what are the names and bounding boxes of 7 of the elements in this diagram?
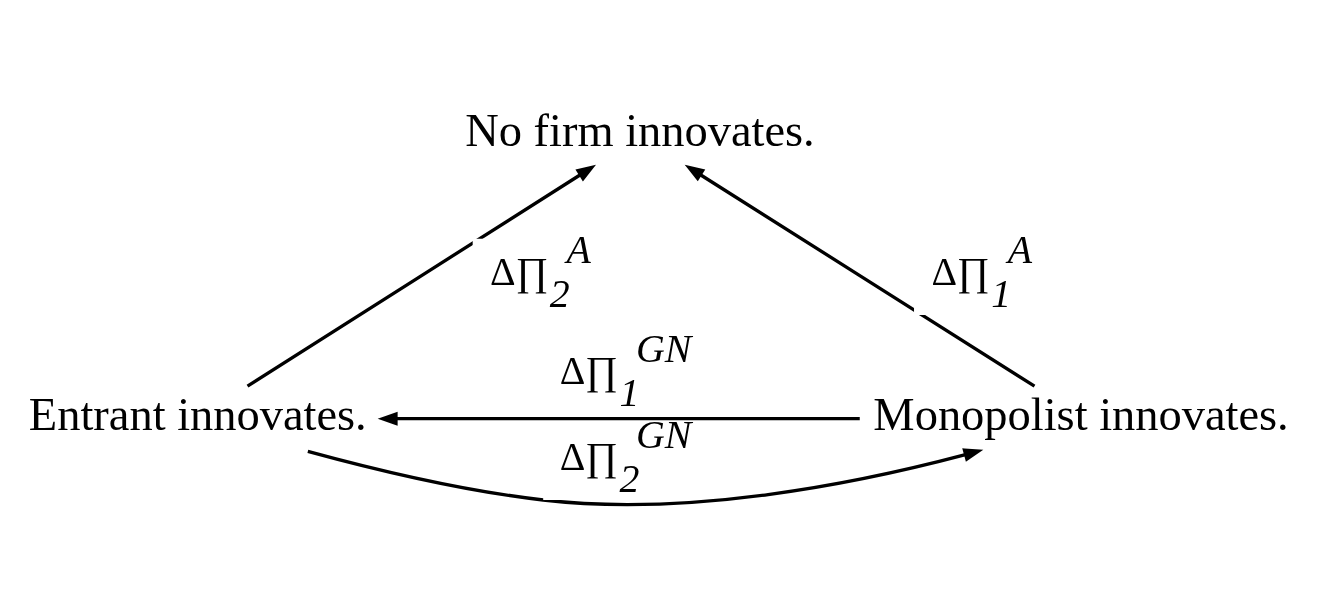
node-text: No firm innovates.: [465, 104, 815, 156]
arrow: [246, 164, 596, 388]
node-text: Monopolist innovates.: [873, 388, 1289, 440]
arrow: [377, 411, 860, 426]
node-text: Entrant innovates.: [28, 388, 367, 440]
arrow: [307, 447, 984, 506]
arrow: [684, 164, 1036, 388]
